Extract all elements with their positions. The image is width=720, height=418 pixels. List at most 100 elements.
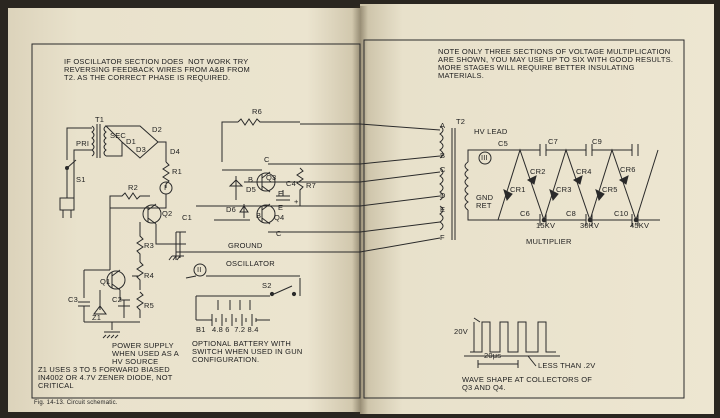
- label-tap-a: A: [440, 121, 446, 130]
- label-30kv: 30KV: [580, 221, 600, 230]
- resistor-r6: [221, 118, 300, 162]
- label-c-top: C: [264, 155, 270, 164]
- transistor-q1: [106, 270, 126, 290]
- t2-core: [451, 128, 456, 240]
- t1-primary-coil: [91, 125, 95, 157]
- label-sec: SEC: [110, 131, 127, 140]
- capacitor-c1: [176, 231, 186, 258]
- oscillator-note-1: IF OSCILLATOR SECTION DOES NOT WORK TRY: [64, 57, 249, 66]
- right-page: [360, 4, 714, 414]
- leads-to-t2: [300, 123, 441, 253]
- label-tap-f: F: [440, 233, 445, 242]
- oscillator-note-3: T2. AS THE CORRECT PHASE IS REQUIRED.: [64, 73, 231, 82]
- waveform: [470, 321, 556, 353]
- power-plug: [59, 197, 75, 211]
- label-r2: R2: [128, 183, 138, 192]
- resistor-r7: [296, 167, 304, 206]
- ground-rail: [84, 321, 140, 330]
- label-q3: Q3: [266, 173, 277, 182]
- transformer-leads: [196, 163, 300, 233]
- label-q4: Q4: [274, 213, 285, 222]
- label-oscillator: OSCILLATOR: [226, 259, 275, 268]
- label-r1: R1: [172, 167, 182, 176]
- wave-note-1: WAVE SHAPE AT COLLECTORS OF: [462, 375, 593, 384]
- label-pri: PRI: [76, 139, 90, 148]
- label-c1: C1: [182, 213, 192, 222]
- switch-s2: [196, 278, 301, 297]
- label-tap-c: C: [440, 165, 446, 174]
- label-s1: S1: [76, 175, 86, 184]
- label-c9: C9: [592, 137, 602, 146]
- label-r7: R7: [306, 181, 316, 190]
- bridge-rectifier: [104, 125, 159, 159]
- label-node-2: II: [197, 265, 202, 274]
- resistor-r3: [136, 222, 144, 262]
- battery-note-2: SWITCH WHEN USED IN GUN: [192, 347, 303, 356]
- label-e-q3: E: [278, 189, 284, 198]
- oscillator-note-2: REVERSING FEEDBACK WIRES FROM A&B FROM: [64, 65, 250, 74]
- less-than-pointer: [527, 355, 537, 367]
- label-t2: T2: [456, 117, 466, 126]
- diode-ladder: [497, 148, 659, 222]
- figure-frame-right: [363, 39, 685, 399]
- battery-b1: [195, 296, 270, 326]
- plug-prongs: [62, 210, 72, 218]
- zener-note-1: Z1 USES 3 TO 5 FORWARD BIASED: [38, 365, 170, 374]
- label-20v: 20V: [454, 327, 468, 336]
- label-ret: RET: [476, 201, 492, 210]
- label-c5: C5: [498, 139, 508, 148]
- label-d6: D6: [226, 205, 236, 214]
- capacitor-c2: [118, 290, 130, 318]
- power-note-1: POWER SUPPLY: [112, 341, 174, 350]
- t2-primary-upper: [439, 125, 444, 159]
- label-c6: C6: [520, 209, 530, 218]
- resistor-r2: [109, 192, 150, 208]
- label-cr6: CR6: [620, 165, 636, 174]
- label-c2: C2: [112, 295, 122, 304]
- resistor-r5: [136, 291, 144, 318]
- ground-symbol-2: [168, 255, 184, 261]
- capacitor-c3: [78, 269, 110, 322]
- label-plus: +: [294, 197, 299, 206]
- multiplier-note-2: ARE SHOWN, YOU MAY USE UP TO SIX WITH GO…: [438, 55, 674, 64]
- zener-note-3: CRITICAL: [38, 381, 74, 390]
- label-r6: R6: [252, 107, 262, 116]
- wave-period-marker: [477, 360, 519, 368]
- label-tap-b: B: [440, 151, 446, 160]
- t2-primary-middle: [439, 167, 444, 201]
- label-tap-d: D: [440, 191, 446, 200]
- label-c4: C4: [286, 179, 296, 188]
- node-3-circle: [478, 151, 492, 165]
- t2-secondary: [464, 161, 469, 211]
- diode-symbols: [503, 175, 629, 202]
- label-ground: GROUND: [228, 241, 263, 250]
- label-less-than: LESS THAN .2V: [538, 361, 596, 370]
- battery-note-1: OPTIONAL BATTERY WITH: [192, 339, 291, 348]
- label-node-1: I: [164, 183, 167, 192]
- rail-top: [110, 194, 167, 209]
- label-r3: R3: [144, 241, 154, 250]
- multiplier-note-4: MATERIALS.: [438, 71, 485, 80]
- label-d1: D1: [126, 137, 136, 146]
- power-note-2: WHEN USED AS A: [112, 349, 179, 358]
- label-d2: D2: [152, 125, 162, 134]
- label-b-q3: B: [248, 175, 254, 184]
- label-cr5: CR5: [602, 185, 618, 194]
- label-15kv: 15KV: [536, 221, 556, 230]
- power-note-3: HV SOURCE: [112, 357, 159, 366]
- label-d3: D3: [136, 145, 146, 154]
- wave-note-2: Q3 AND Q4.: [462, 383, 506, 392]
- t1-secondary-coil: [103, 125, 107, 157]
- label-q2: Q2: [162, 209, 173, 218]
- label-hv-lead: HV LEAD: [474, 127, 508, 136]
- label-node-3: III: [481, 153, 488, 162]
- hv-lead-wire: [467, 149, 498, 162]
- multiplier-note-3: MORE STAGES WILL REQUIRE BETTER INSULATI…: [438, 63, 635, 72]
- switch-s1: [66, 159, 77, 169]
- transistor-q2: [142, 204, 162, 224]
- battery-note-3: CONFIGURATION.: [192, 355, 260, 364]
- capacitor-c4: [276, 190, 290, 201]
- label-r5: R5: [144, 301, 154, 310]
- multiplier-note-1: NOTE ONLY THREE SECTIONS OF VOLTAGE MULT…: [438, 47, 671, 56]
